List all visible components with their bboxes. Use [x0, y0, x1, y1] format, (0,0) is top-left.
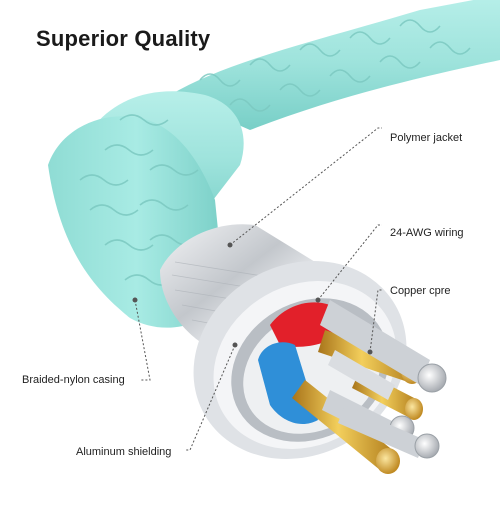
callout-dots [132, 242, 373, 355]
callout-label-aluminum-shielding: Aluminum shielding [76, 446, 172, 458]
callout-label-polymer-jacket: Polymer jacket [390, 132, 463, 144]
page-title: Superior Quality [36, 26, 211, 51]
callout-label-copper-core: Copper cpre [390, 285, 451, 297]
stranded-wires [320, 300, 447, 459]
callout-label-awg-wiring: 24-AWG wiring [390, 227, 464, 239]
braid-pattern [79, 19, 471, 286]
callout-line-jacket [229, 127, 382, 246]
callout-line-braided [134, 299, 151, 381]
callout-lines [134, 127, 382, 451]
callout-line-awg [317, 224, 382, 301]
callout-line-aluminum [185, 344, 236, 451]
aluminum-shield-sleeve [160, 224, 320, 345]
callout-line-copper [369, 289, 382, 353]
callout-label-braided-casing: Braided-nylon casing [22, 374, 125, 386]
cable-body-upper [170, 0, 500, 130]
